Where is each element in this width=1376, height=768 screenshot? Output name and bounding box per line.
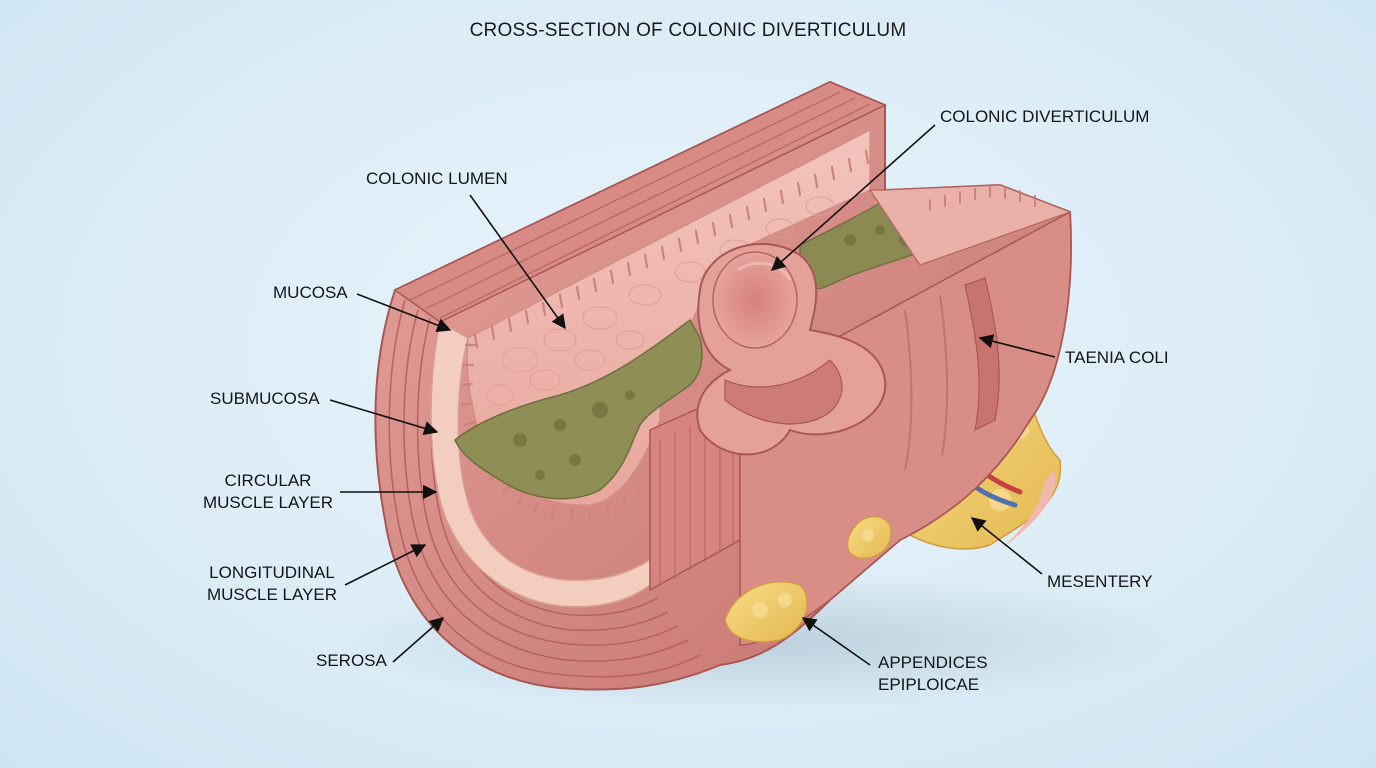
arrow-mucosa bbox=[356, 293, 452, 333]
leader-arrows bbox=[329, 124, 1056, 666]
label-circular-muscle: CIRCULAR MUSCLE LAYER bbox=[202, 471, 334, 512]
label-serosa: SEROSA bbox=[316, 651, 387, 670]
label-mesentery: MESENTERY bbox=[1047, 572, 1153, 591]
label-taenia-coli: TAENIA COLI bbox=[1065, 348, 1169, 367]
label-colonic-lumen: COLONIC LUMEN bbox=[366, 169, 508, 188]
label-appendices-epiploicae: APPENDICES EPIPLOICAE bbox=[878, 653, 988, 694]
arrow-mesentery bbox=[970, 517, 1043, 575]
diagram-title: CROSS-SECTION OF COLONIC DIVERTICULUM bbox=[469, 20, 907, 41]
label-colonic-diverticulum: COLONIC DIVERTICULUM bbox=[940, 107, 1150, 126]
diverticulum-pouch bbox=[696, 242, 887, 456]
fecal-content bbox=[454, 318, 703, 500]
arrow-taenia-coli bbox=[978, 334, 1056, 358]
label-longitudinal-muscle: LONGITUDINAL MUSCLE LAYER bbox=[206, 563, 338, 604]
arrow-serosa bbox=[392, 617, 445, 663]
arrow-submucosa bbox=[329, 399, 439, 436]
arrow-colonic-diverticulum bbox=[770, 124, 936, 271]
appendices-epiploicae-fat bbox=[724, 516, 892, 643]
arrow-colonic-lumen bbox=[469, 194, 566, 330]
label-mucosa: MUCOSA bbox=[273, 283, 348, 302]
mucosa-villi-top bbox=[473, 149, 870, 349]
upper-right-strip bbox=[868, 184, 1072, 266]
arrow-longitudinal-muscle bbox=[344, 544, 427, 586]
arrow-appendices-epiploicae bbox=[801, 617, 871, 666]
taenia-coli-band bbox=[964, 277, 1000, 432]
label-submucosa: SUBMUCOSA bbox=[210, 389, 320, 408]
